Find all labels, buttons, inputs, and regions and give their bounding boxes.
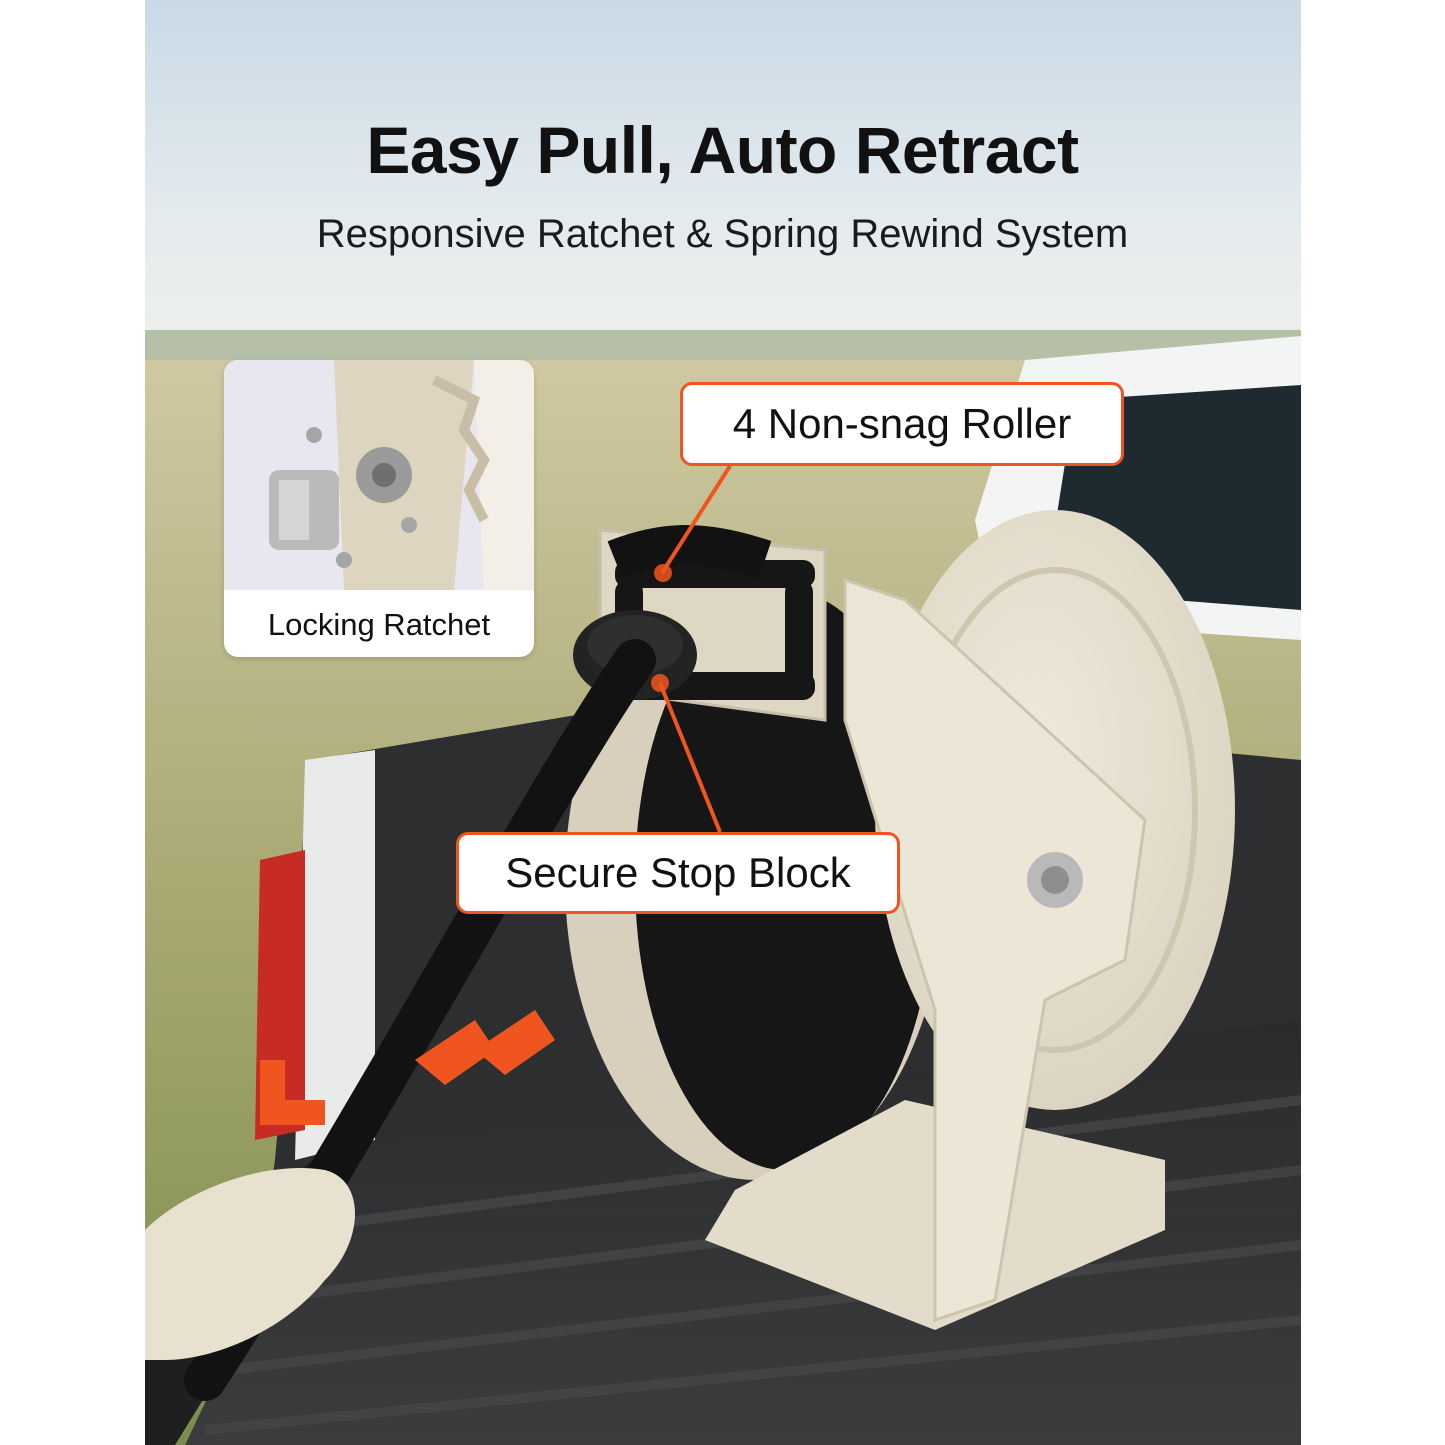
stop-block-callout: Secure Stop Block [456, 832, 900, 914]
locking-ratchet-inset: Locking Ratchet [224, 360, 534, 657]
roller-callout: 4 Non-snag Roller [680, 382, 1124, 466]
ratchet-closeup-image [224, 360, 534, 590]
headline: Easy Pull, Auto Retract [366, 113, 1079, 187]
subheadline: Responsive Ratchet & Spring Rewind Syste… [316, 212, 1129, 256]
inset-caption: Locking Ratchet [267, 607, 491, 642]
